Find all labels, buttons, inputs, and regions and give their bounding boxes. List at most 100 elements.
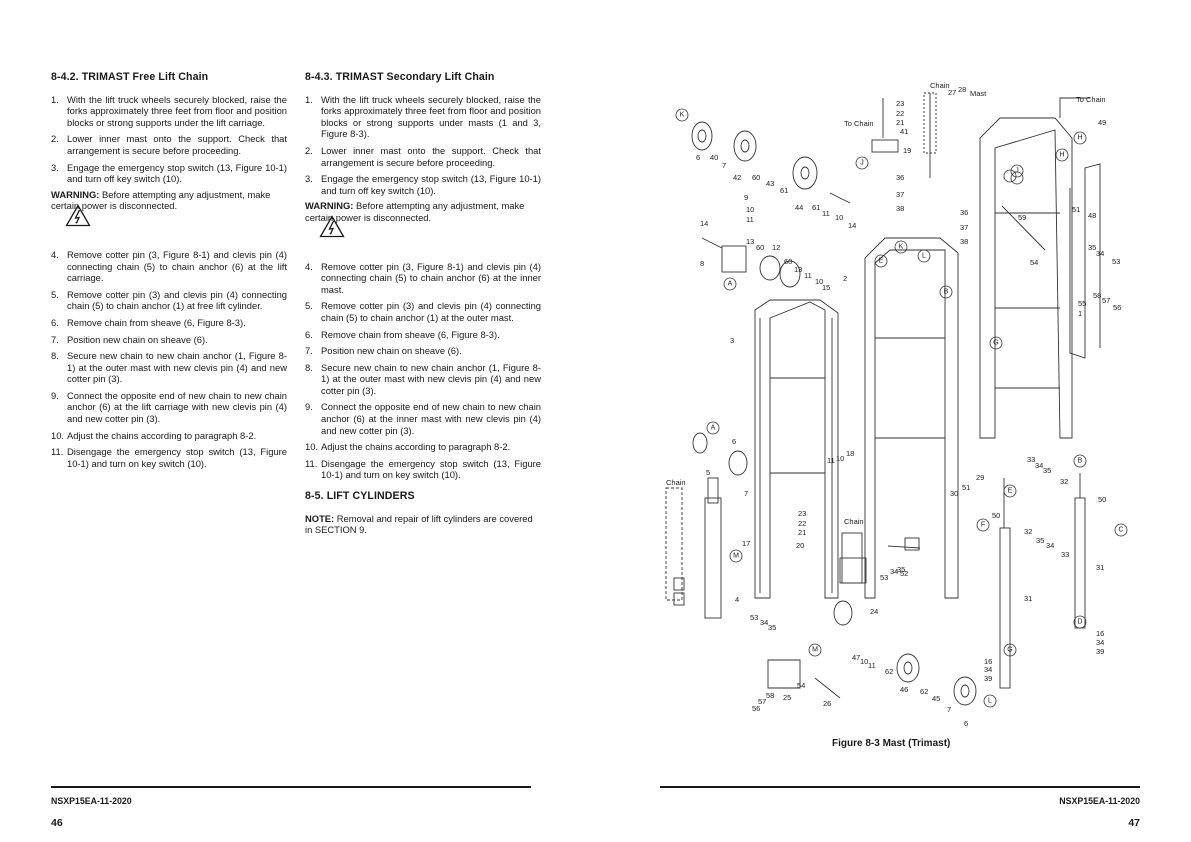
label-to-chain-mid: To Chain — [844, 119, 874, 128]
electrical-hazard-icon — [65, 203, 91, 226]
svg-text:B: B — [944, 289, 949, 296]
svg-text:58: 58 — [766, 691, 774, 700]
svg-text:35: 35 — [1088, 243, 1096, 252]
svg-text:10: 10 — [836, 454, 844, 463]
step-text: Secure new chain to new chain anchor (1,… — [321, 361, 541, 396]
step-number: 3. — [305, 173, 313, 185]
label-chain-left: Chain — [666, 478, 686, 487]
procedure-step: 7.Position new chain on sheave (6). — [305, 345, 541, 357]
svg-text:13: 13 — [794, 265, 802, 274]
svg-text:H: H — [1077, 135, 1082, 142]
step-text: With the lift truck wheels securely bloc… — [321, 93, 541, 140]
svg-text:20: 20 — [796, 541, 804, 550]
svg-text:11: 11 — [804, 271, 812, 280]
svg-text:35: 35 — [768, 623, 776, 632]
svg-text:5: 5 — [706, 468, 710, 477]
svg-text:32: 32 — [1060, 477, 1068, 486]
svg-text:33: 33 — [1061, 550, 1069, 559]
label-chain-top: Chain — [930, 81, 950, 90]
procedure-step: 6. Remove chain from sheave (6, Figure 8-… — [305, 329, 541, 341]
procedure-step: 5.Remove cotter pin (3) and clevis pin (… — [51, 289, 287, 312]
procedure-step: 2. Lower inner mast onto the support. Che… — [51, 133, 287, 156]
svg-text:11: 11 — [822, 209, 830, 218]
note-label: NOTE: — [305, 512, 335, 524]
svg-text:18: 18 — [846, 449, 854, 458]
procedure-step: 4. Remove cotter pin (3, Figure 8-1) and … — [305, 261, 541, 296]
warning-text: Before attempting any adjustment, make c… — [51, 188, 271, 212]
page-number: 46 — [51, 817, 63, 829]
note-text: Removal and repair of lift cylinders are… — [305, 512, 533, 536]
svg-text:38: 38 — [896, 204, 904, 213]
label-mast: Mast — [970, 89, 987, 98]
svg-text:50: 50 — [1098, 495, 1106, 504]
procedure-step: 7.Position new chain on sheave (6). — [51, 334, 287, 346]
procedure-step: 4.Remove cotter pin (3, Figure 8-1) and … — [51, 249, 287, 284]
step-number: 6. — [305, 328, 313, 340]
svg-text:58: 58 — [1093, 291, 1101, 300]
step-text: Adjust the chains according to paragraph… — [321, 441, 511, 453]
step-text: Lower inner mast onto the support. Check… — [67, 133, 287, 156]
procedure-step: 6.Remove chain from sheave (6, Figure 8-… — [51, 317, 287, 329]
step-text: Secure new chain to new chain anchor (1,… — [67, 350, 287, 385]
svg-text:39: 39 — [984, 674, 992, 683]
svg-text:46: 46 — [900, 685, 908, 694]
svg-text:14: 14 — [848, 221, 856, 230]
step-text: Position new chain on sheave (6). — [321, 345, 462, 357]
svg-text:J: J — [860, 160, 864, 167]
svg-text:21: 21 — [896, 118, 904, 127]
step-text: Lower inner mast onto the support. Check… — [321, 144, 541, 168]
document-number: NSXP15EA-11-2020 — [51, 796, 132, 806]
svg-text:C: C — [1118, 527, 1123, 534]
svg-text:11: 11 — [868, 661, 876, 670]
svg-text:61: 61 — [812, 203, 820, 212]
right-page: NSXP15EA-11-2020 47 — [596, 0, 1191, 842]
label-to-chain-right: To Chain — [1076, 95, 1106, 104]
svg-text:L: L — [988, 698, 992, 705]
svg-text:53: 53 — [1112, 257, 1120, 266]
step-text: Connect the opposite end of new chain to… — [67, 389, 287, 425]
svg-text:56: 56 — [752, 704, 760, 713]
warning-block: WARNING: Before attempting any adjustmen… — [305, 200, 541, 255]
svg-text:E: E — [1008, 488, 1013, 495]
svg-text:16: 16 — [1096, 629, 1104, 638]
step-number: 4. — [305, 260, 313, 272]
svg-text:19: 19 — [903, 146, 911, 155]
step-number: 11. — [305, 457, 318, 469]
step-text: Remove chain from sheave (6, Figure 8-3)… — [321, 328, 500, 340]
procedure-step: 8. Secure new chain to new chain anchor (… — [51, 350, 287, 385]
step-text: Remove cotter pin (3, Figure 8-1) and cl… — [321, 260, 541, 295]
svg-text:51: 51 — [962, 483, 970, 492]
step-text: With the lift truck wheels securely bloc… — [67, 93, 287, 128]
step-number: 6. — [51, 316, 59, 328]
procedure-step: 2.Lower inner mast onto the support. Che… — [305, 145, 541, 168]
step-number: 8. — [51, 350, 59, 362]
svg-text:54: 54 — [797, 681, 805, 690]
svg-text:25: 25 — [783, 693, 791, 702]
svg-text:29: 29 — [976, 473, 984, 482]
svg-text:8: 8 — [700, 259, 704, 268]
svg-text:2: 2 — [843, 274, 847, 283]
svg-text:48: 48 — [1088, 211, 1096, 220]
procedure-step: 1.With the lift truck wheels securely bl… — [305, 94, 541, 140]
svg-text:41: 41 — [900, 127, 908, 136]
procedure-step: 10.Adjust the chains according to paragr… — [51, 430, 287, 442]
section-heading-lift-cylinders: 8-5. LIFT CYLINDERS — [305, 490, 415, 503]
svg-text:10: 10 — [815, 277, 823, 286]
svg-text:12: 12 — [772, 243, 780, 252]
svg-text:E: E — [879, 258, 884, 265]
svg-text:7: 7 — [947, 705, 951, 714]
svg-text:35: 35 — [897, 565, 905, 574]
svg-text:36: 36 — [960, 208, 968, 217]
svg-text:56: 56 — [1113, 303, 1121, 312]
svg-text:10: 10 — [746, 205, 754, 214]
step-number: 2. — [51, 133, 59, 145]
svg-text:7: 7 — [744, 489, 748, 498]
svg-text:59: 59 — [1018, 213, 1026, 222]
svg-text:50: 50 — [992, 511, 1000, 520]
svg-text:49: 49 — [1098, 118, 1106, 127]
svg-text:K: K — [680, 112, 685, 119]
svg-text:15: 15 — [822, 283, 830, 292]
step-text: Remove cotter pin (3) and clevis pin (4)… — [321, 300, 541, 323]
steps-list-a: 1.With the lift truck wheels securely bl… — [51, 94, 287, 185]
